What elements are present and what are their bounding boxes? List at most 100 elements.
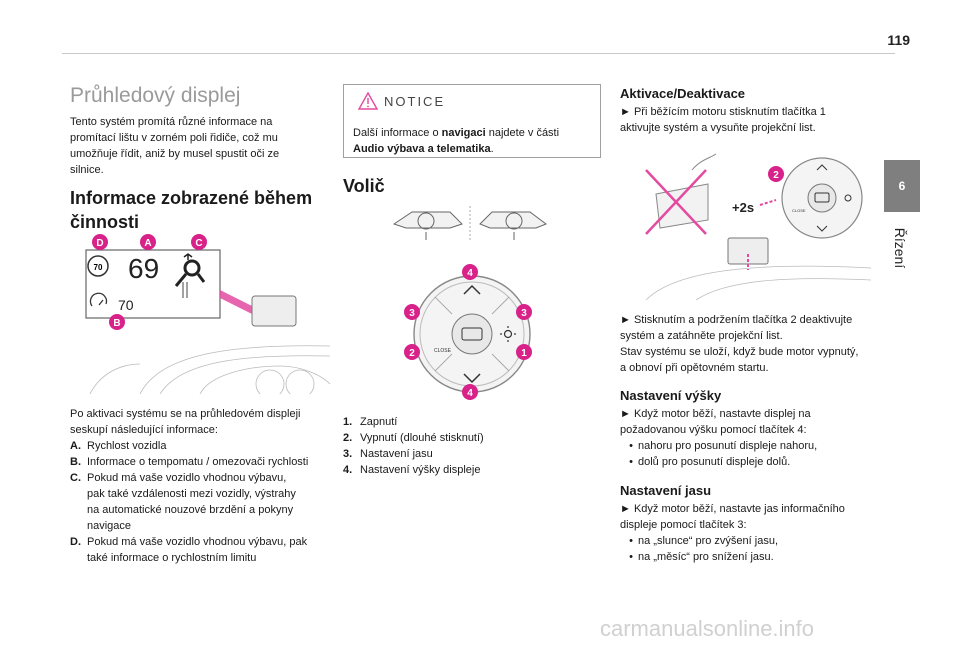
speed-limit-sign xyxy=(87,255,109,277)
info-list: A.Rychlost vozidla B.Informace o tempoma… xyxy=(70,438,332,566)
svg-text:A: A xyxy=(144,238,151,249)
hud-screen xyxy=(85,249,221,319)
brightness-bullets: •na „slunce“ pro zvýšení jasu, •na „měsí… xyxy=(624,533,882,565)
height-bullets: •nahoru pro posunutí displeje nahoru, •d… xyxy=(624,438,882,470)
callout-b: B xyxy=(109,314,125,330)
projection-screen xyxy=(251,295,297,327)
desc-line: Po aktivaci systému se na průhledovém di… xyxy=(70,408,301,420)
intro-line: silnice. xyxy=(70,164,104,176)
brightness-paragraph: ► Když motor běží, nastavte jas informač… xyxy=(620,503,845,531)
down-arrow-icon[interactable] xyxy=(463,373,481,384)
activation-paragraph: ► Při běžícím motoru stisknutím tlačítka… xyxy=(620,106,826,134)
svg-text:C: C xyxy=(195,238,202,249)
dial-center-button[interactable] xyxy=(451,313,493,355)
callout-c: C xyxy=(191,234,207,250)
sun-icon[interactable] xyxy=(844,194,852,202)
header-rule xyxy=(62,53,895,54)
dial-segments xyxy=(434,296,510,372)
callout-4-bottom: 4 xyxy=(462,384,478,400)
notice-box: NOTICE Další informace o navigaci najdet… xyxy=(343,84,601,158)
intro-line: Tento systém promítá různé informace na xyxy=(70,116,273,128)
list-item: 3.Nastavení jasu xyxy=(343,448,433,460)
subtitle-line: Informace zobrazené během xyxy=(70,188,313,208)
svg-text:D: D xyxy=(96,238,103,249)
callout-a: A xyxy=(140,234,156,250)
deactivation-paragraph: ► Stisknutím a podržením tlačítka 2 deak… xyxy=(620,314,859,374)
dial-legend: 1.Zapnutí 2.Vypnutí (dlouhé stisknutí) 3… xyxy=(343,414,601,478)
projection-beam xyxy=(220,290,252,314)
list-item: B.Informace o tempomatu / omezovači rych… xyxy=(70,456,309,468)
selector-title: Volič xyxy=(343,176,385,196)
list-item: 1.Zapnutí xyxy=(343,416,398,428)
dashboard-sketch xyxy=(645,265,872,300)
callout-4-top: 4 xyxy=(462,264,478,280)
cruise-control-icon xyxy=(89,292,108,307)
svg-text:B: B xyxy=(113,318,120,329)
steering-wheel-left-icon xyxy=(392,211,463,240)
desc-line: seskupí následující informace: xyxy=(70,424,218,436)
list-item: 4.Nastavení výšky displeje xyxy=(343,464,481,476)
height-title: Nastavení výšky xyxy=(620,388,722,403)
list-item: C.Pokud má vaše vozidlo vhodnou výbavu,p… xyxy=(70,472,296,532)
cross-line xyxy=(645,169,707,235)
up-arrow-icon[interactable] xyxy=(816,164,828,171)
callout-3-right: 3 xyxy=(516,304,532,320)
height-paragraph: ► Když motor běží, nastavte displej na p… xyxy=(620,408,811,436)
notice-title: NOTICE xyxy=(384,94,446,109)
brightness-title: Nastavení jasu xyxy=(620,483,712,498)
dashboard-sketch xyxy=(89,345,331,394)
list-item: •nahoru pro posunutí displeje nahoru, xyxy=(629,440,818,452)
svg-text:4: 4 xyxy=(467,388,473,399)
navigation-arrow-icon xyxy=(174,253,206,287)
cruise-speed: 70 xyxy=(118,297,134,313)
control-dial-figure: CLOSE 4 3 3 2 1 4 xyxy=(404,264,532,400)
callout-d: D xyxy=(92,234,108,250)
close-label: CLOSE xyxy=(434,348,452,354)
notice-text: Další informace o navigaci najdete v čás… xyxy=(353,127,560,155)
section-title: Průhledový displej xyxy=(70,84,241,107)
chapter-tab[interactable]: 6 xyxy=(884,160,920,212)
activation-figure: +2s CLOSE 2 xyxy=(645,153,872,300)
warning-icon xyxy=(358,92,378,110)
activation-info: Po aktivaci systému se na průhledovém di… xyxy=(70,406,332,438)
dial-center-button[interactable] xyxy=(807,183,837,213)
callout-1: 1 xyxy=(516,344,532,360)
svg-text:1: 1 xyxy=(521,348,527,359)
list-item: A.Rychlost vozidla xyxy=(70,440,167,452)
list-item: 2.Vypnutí (dlouhé stisknutí) xyxy=(343,432,484,444)
chapter-title: Řízení xyxy=(892,227,908,269)
chapter-number: 6 xyxy=(898,179,906,193)
activation-title: Aktivace/Deaktivace xyxy=(620,86,746,101)
steering-selector-figure xyxy=(392,206,548,242)
hold-duration: +2s xyxy=(732,200,754,215)
callout-2: 2 xyxy=(768,166,784,182)
watermark: carmanualsonline.info xyxy=(600,616,815,641)
press-arrow xyxy=(759,199,777,206)
callout-3-left: 3 xyxy=(404,304,420,320)
svg-text:3: 3 xyxy=(409,308,415,319)
hud-toggle-icon xyxy=(461,327,483,341)
callout-2: 2 xyxy=(404,344,420,360)
list-item: •dolů pro posunutí displeje dolů. xyxy=(629,456,791,468)
subsection-title: Informace zobrazené během činnosti xyxy=(70,186,312,234)
speed-limit-value: 70 xyxy=(94,263,103,272)
down-arrow-icon[interactable] xyxy=(816,225,828,232)
vehicle-speed: 69 xyxy=(128,253,159,284)
intro-paragraph: Tento systém promítá různé informace na … xyxy=(70,114,330,178)
svg-text:4: 4 xyxy=(467,268,473,279)
hud-toggle-icon xyxy=(814,192,830,203)
list-item: •na „slunce“ pro zvýšení jasu, xyxy=(629,535,779,547)
subtitle-line: činnosti xyxy=(70,212,140,232)
up-arrow-icon[interactable] xyxy=(463,284,481,295)
sun-icon[interactable] xyxy=(500,326,516,342)
hud-figure: 70 69 70 D A C B xyxy=(85,234,331,394)
svg-text:2: 2 xyxy=(773,170,779,181)
page-number: 119 xyxy=(887,32,910,48)
intro-line: promítací lištu v zorném poli řidiče, co… xyxy=(70,132,278,144)
intro-line: umožňuje řídit, aniž by musel spustit oč… xyxy=(70,148,280,160)
steering-wheel-right-icon xyxy=(479,211,548,240)
close-label: CLOSE xyxy=(792,208,806,213)
chapter-label: Řízení xyxy=(888,218,912,278)
svg-text:2: 2 xyxy=(409,348,415,359)
list-item: D.Pokud má vaše vozidlo vhodnou výbavu, … xyxy=(70,536,308,564)
